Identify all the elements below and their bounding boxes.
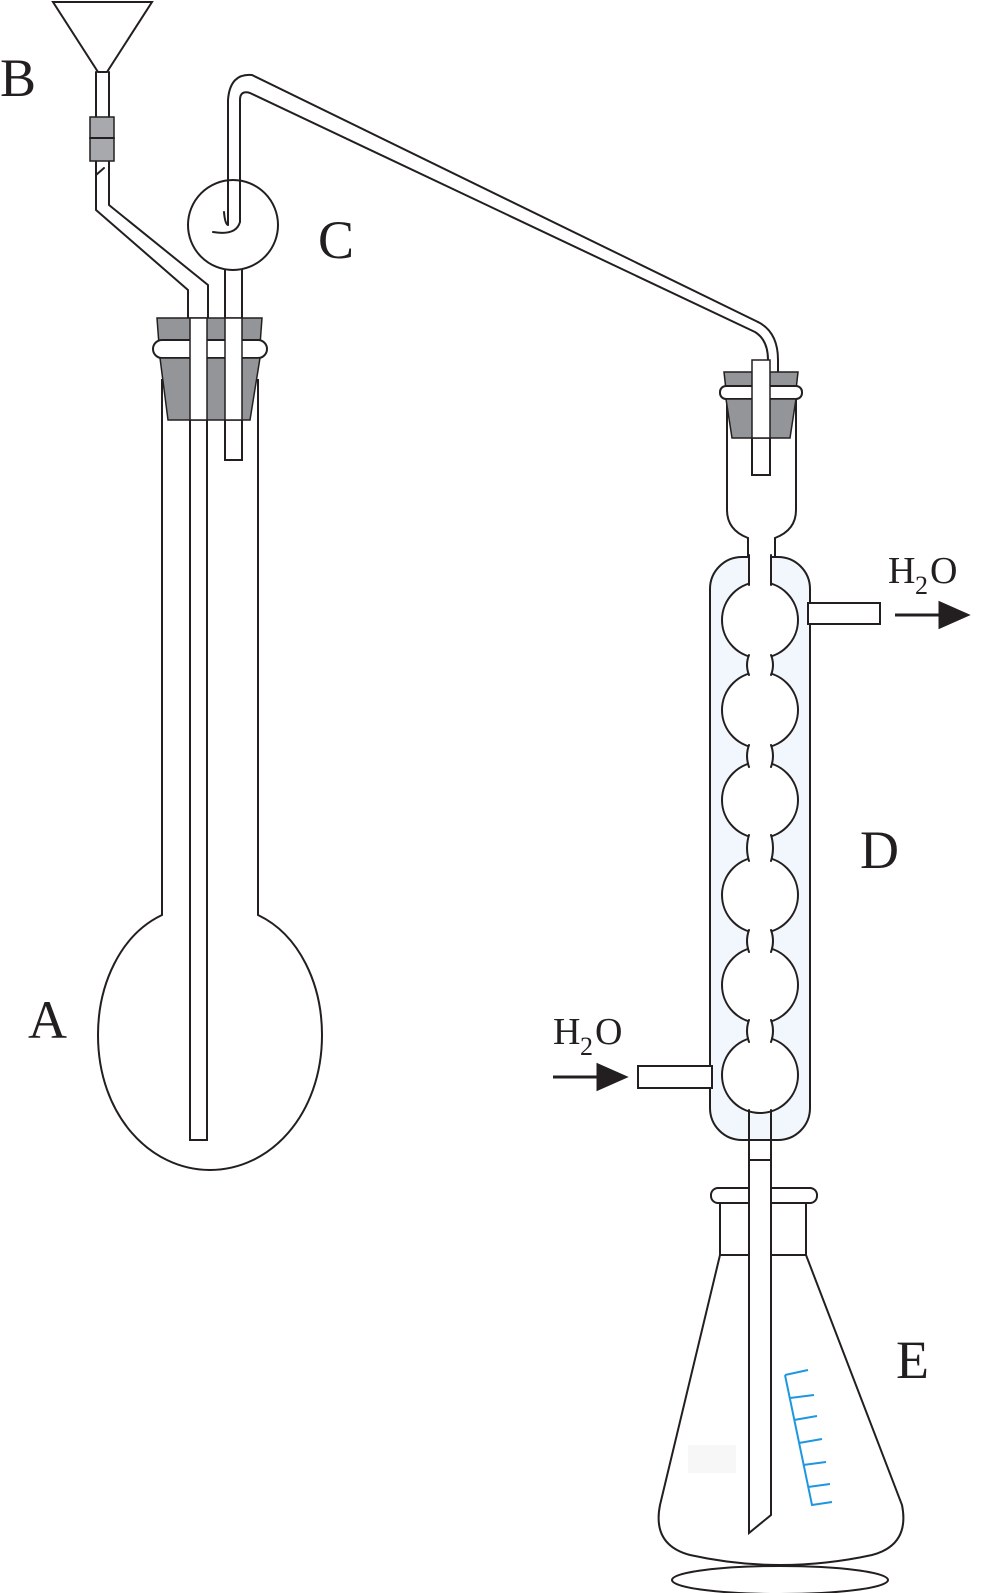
funnel-b-cone [51,1,154,73]
label-a: A [28,990,67,1050]
condenser-d-bulbs [721,554,799,1161]
flask-a [96,379,324,1172]
flask-a-stopper-bottom [159,357,261,421]
stopper-hole-right [224,317,243,421]
delivery-tube-bend [757,321,779,381]
funnel-b-stem [95,71,209,331]
stopcock-tip [95,167,105,176]
flask-e-body [657,1199,905,1566]
flask-e-label-plate [688,1445,736,1473]
water-inlet-h: H [553,1011,580,1053]
condenser-d-inlet [637,1065,713,1089]
condenser-bulb-1 [721,581,799,659]
water-outlet-o: O [930,550,957,592]
bulb-c-sphere [187,179,279,271]
condenser-bulb-3 [721,761,799,839]
condenser-bulb-necks [746,554,774,1161]
water-inlet-o: O [595,1011,622,1053]
bulb-c [187,73,779,381]
inlet-arrow-head [596,1062,629,1092]
water-outlet-h: H [888,550,915,592]
label-d: D [860,820,899,880]
condenser-d [553,359,971,1161]
flask-a-rim [152,339,268,359]
flask-a-stopper [152,317,268,421]
flask-e-base [671,1565,889,1593]
outlet-arrow-head [938,600,971,630]
condenser-bulb-4 [721,856,799,934]
condenser-bulb-5 [721,946,799,1024]
bulb-c-inner-tube [212,73,769,381]
funnel-b [51,1,209,331]
flask-e-delivery-tube [748,1159,772,1536]
flask-e [657,1159,905,1593]
flask-e-scale [784,1369,833,1507]
condenser-bulb-6 [721,1036,799,1114]
label-e: E [896,1330,929,1390]
label-c: C [318,210,354,270]
condenser-d-outlet [807,602,881,625]
condenser-stopper-hole [751,359,771,439]
condenser-bulb-2 [721,671,799,749]
water-inlet-label: H 2 O [553,1011,622,1061]
water-inlet-sub: 2 [580,1032,593,1061]
water-outlet-label: H 2 O [888,550,957,600]
flask-a-body [96,379,324,1172]
stopper-hole-left [189,317,208,421]
flask-a-inner-tube [189,399,208,1141]
label-b: B [0,48,36,108]
water-outlet-sub: 2 [915,571,928,600]
